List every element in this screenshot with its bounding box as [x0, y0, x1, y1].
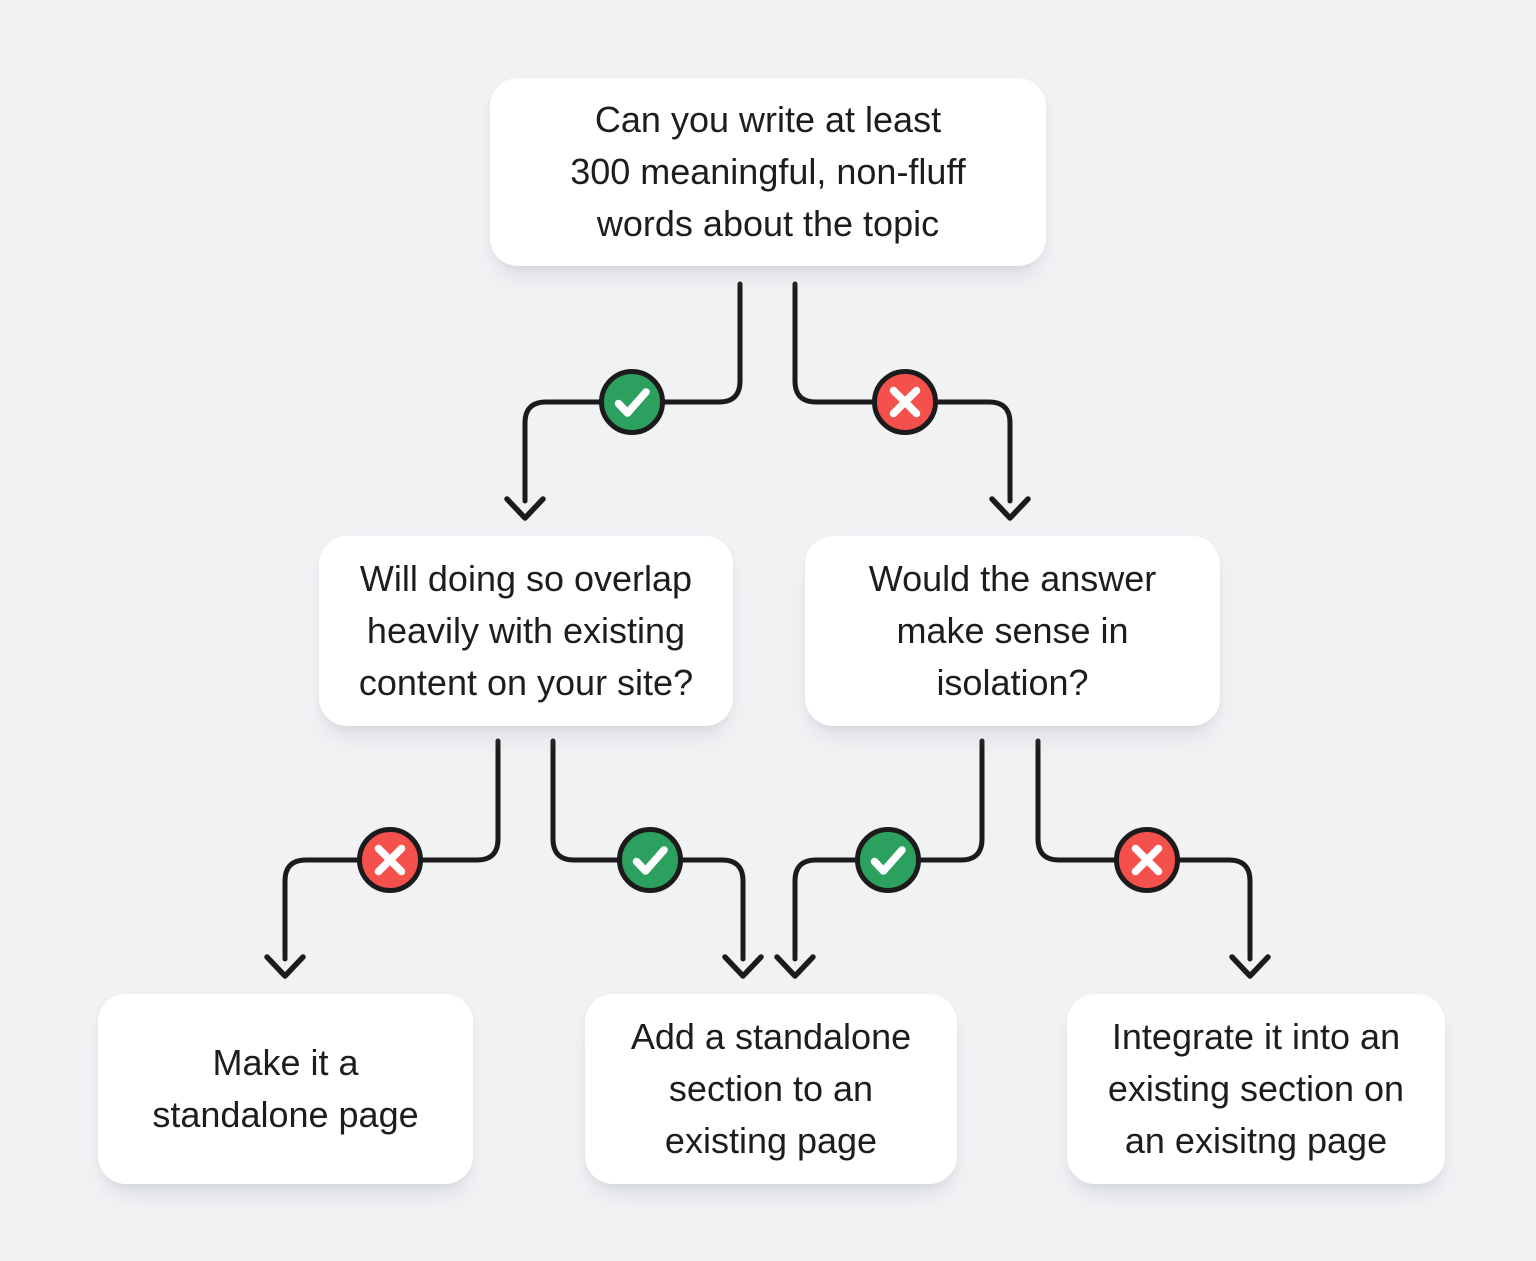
node-text-line: isolation?: [936, 662, 1089, 703]
node-text-line: Would the answer: [868, 558, 1157, 599]
node-text-line: content on your site?: [358, 662, 694, 703]
check-circle-icon: [855, 827, 921, 893]
node-text-line: Integrate it into an: [1111, 1016, 1401, 1057]
flowchart-node-standalone-page-outcome: Make it a standalone page: [98, 994, 473, 1184]
node-text-line: heavily with existing: [366, 610, 686, 651]
node-text-line: section to an: [668, 1068, 874, 1109]
node-text-line: existing page: [664, 1120, 878, 1161]
check-circle-icon: [599, 369, 665, 435]
node-text-line: an exisitng page: [1124, 1120, 1388, 1161]
flowchart-node-integrate-outcome: Integrate it into an existing section on…: [1067, 994, 1445, 1184]
node-text-line: words about the topic: [596, 203, 940, 244]
x-circle-icon: [1114, 827, 1180, 893]
x-circle-icon: [872, 369, 938, 435]
node-text-line: existing section on: [1107, 1068, 1405, 1109]
node-text-line: 300 meaningful, non-fluff: [570, 151, 966, 192]
flowchart-node-root-question: Can you write at least 300 meaningful, n…: [490, 78, 1046, 266]
flowchart-node-standalone-section-outcome: Add a standalone section to an existing …: [585, 994, 957, 1184]
node-text-line: make sense in: [896, 610, 1129, 651]
node-text-line: Will doing so overlap: [359, 558, 693, 599]
node-text-line: Make it a: [212, 1042, 359, 1083]
x-circle-icon: [357, 827, 423, 893]
flowchart-node-overlap-question: Will doing so overlap heavily with exist…: [319, 536, 733, 726]
node-text-line: Can you write at least: [594, 99, 942, 140]
check-circle-icon: [617, 827, 683, 893]
node-text-line: Add a standalone: [630, 1016, 912, 1057]
node-text-line: standalone page: [152, 1094, 419, 1135]
flowchart-node-isolation-question: Would the answer make sense in isolation…: [805, 536, 1220, 726]
